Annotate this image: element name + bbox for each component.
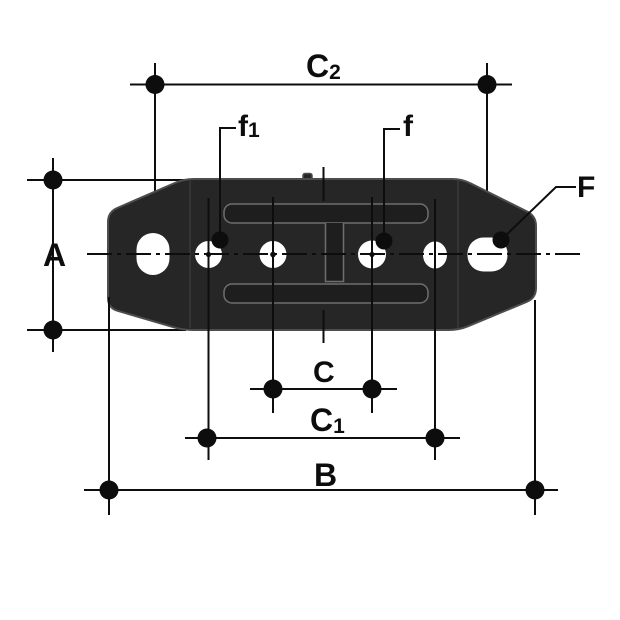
leader-line-f1 bbox=[219, 127, 236, 240]
dim-dot-a-top bbox=[43, 170, 63, 190]
leader-dot-f1 bbox=[211, 231, 229, 249]
dimension-c1: C1 bbox=[185, 402, 460, 448]
plate-slot-bottom bbox=[223, 283, 429, 304]
dim-dot-b-right bbox=[525, 480, 545, 500]
dim-label-c2: C2 bbox=[306, 48, 341, 84]
dimension-b: B bbox=[84, 297, 558, 515]
dim-dot-a-bottom bbox=[43, 320, 63, 340]
hole-2-center-dot bbox=[205, 251, 212, 258]
leader-label-f1-subscript: 1 bbox=[248, 119, 260, 142]
callout-F: F bbox=[492, 171, 595, 249]
callout-f: f bbox=[375, 110, 414, 250]
plate-center-channel bbox=[324, 223, 345, 283]
hole-1-oval bbox=[136, 233, 170, 275]
dim-dot-c2-right bbox=[477, 75, 497, 94]
dim-dot-c2-left bbox=[145, 75, 165, 94]
dim-label-c2-subscript: 2 bbox=[329, 61, 341, 84]
dim-dot-c1-right bbox=[425, 428, 445, 448]
center-lines bbox=[87, 167, 580, 460]
plate-slot-top bbox=[223, 203, 429, 224]
leader-label-f1-base: f bbox=[238, 110, 249, 143]
dim-dot-c-left bbox=[263, 379, 283, 399]
leader-dot-f bbox=[375, 232, 393, 250]
hole-3-center-dot bbox=[270, 251, 276, 258]
leader-dot-F bbox=[492, 231, 510, 249]
hole-4-center-dot bbox=[369, 251, 375, 258]
leader-label-F: F bbox=[577, 171, 595, 204]
dim-label-c: C bbox=[313, 356, 335, 389]
dim-dot-b-left bbox=[99, 480, 119, 500]
dim-dot-c1-left bbox=[197, 428, 217, 448]
leader-label-f1: f1 bbox=[238, 110, 260, 143]
leader-line-F bbox=[500, 186, 576, 241]
dim-dot-c-right bbox=[362, 379, 382, 399]
dimension-a: A bbox=[27, 158, 196, 352]
dimension-c: C bbox=[250, 356, 397, 399]
dim-label-c2-base: C bbox=[306, 48, 329, 84]
leader-label-f: f bbox=[403, 110, 414, 143]
callout-f1: f1 bbox=[211, 110, 260, 249]
leader-line-f bbox=[383, 128, 400, 241]
dim-label-c1-subscript: 1 bbox=[333, 415, 345, 438]
dim-label-c1: C1 bbox=[310, 402, 345, 438]
dim-label-a: A bbox=[43, 237, 66, 273]
dim-label-c1-base: C bbox=[310, 402, 333, 438]
dim-label-b: B bbox=[314, 457, 337, 493]
